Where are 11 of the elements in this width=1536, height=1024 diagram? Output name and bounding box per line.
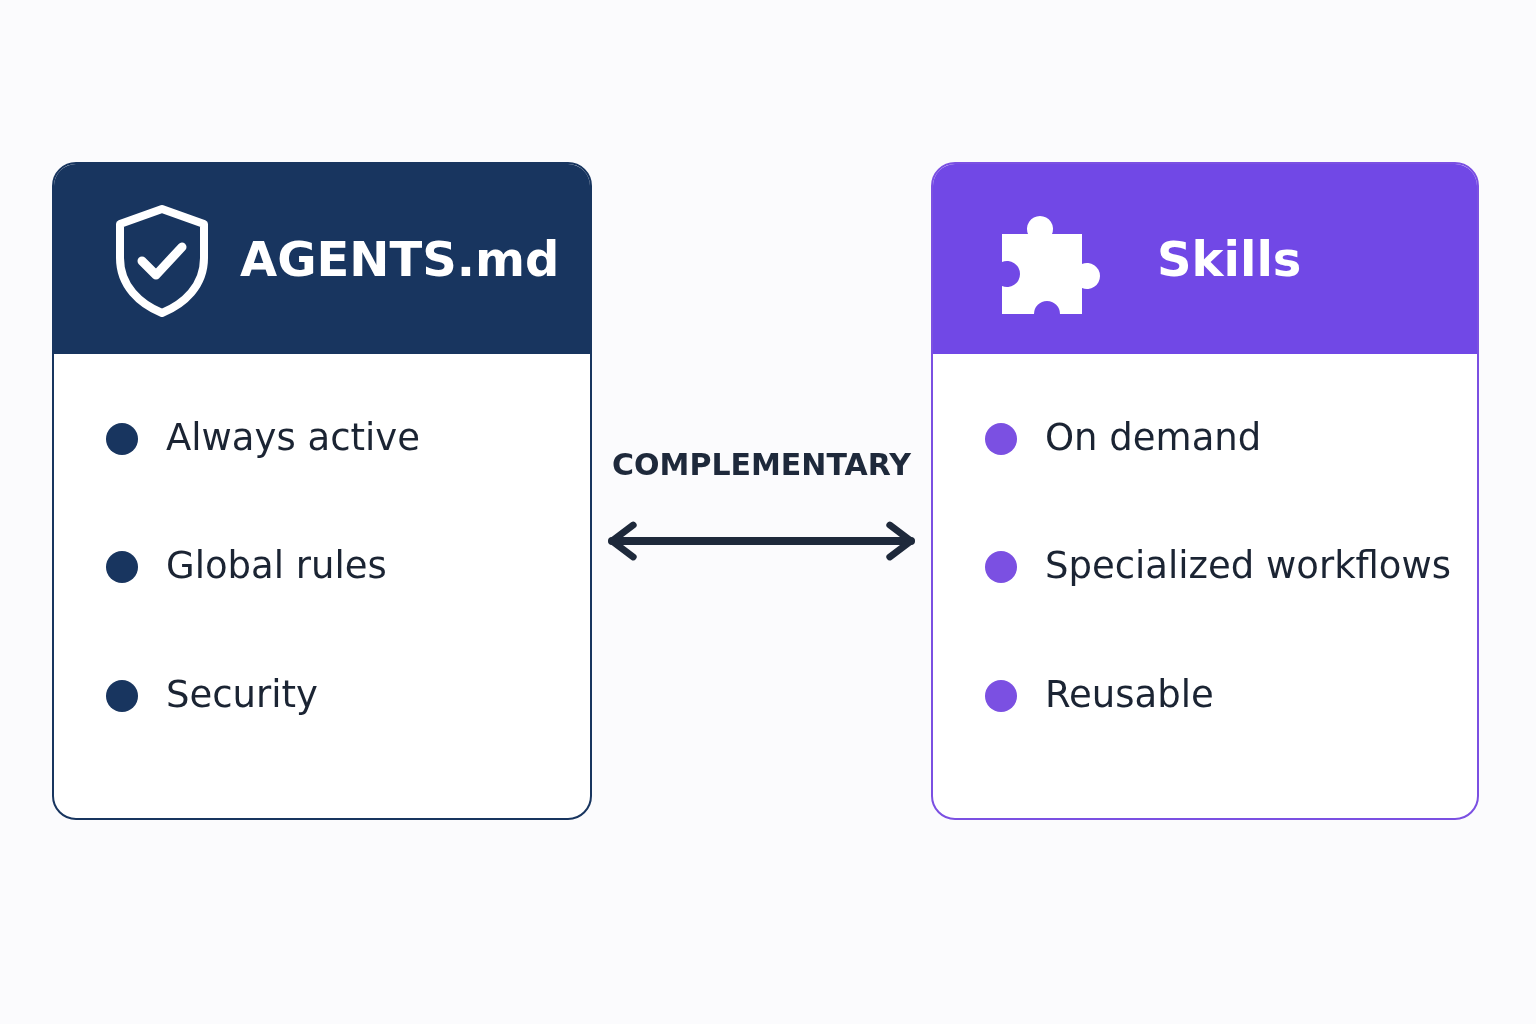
list-item: Reusable [1045,672,1214,718]
list-item: Security [166,672,318,718]
card-title: AGENTS.md [240,230,560,288]
card [52,162,592,820]
card-title: Skills [1157,230,1302,288]
list-item: Global rules [166,543,387,589]
double-arrow [608,521,915,561]
card [931,162,1479,820]
list-item: On demand [1045,415,1262,461]
list-item: Specialized workflows [1045,543,1452,589]
list-item: Always active [166,415,420,461]
